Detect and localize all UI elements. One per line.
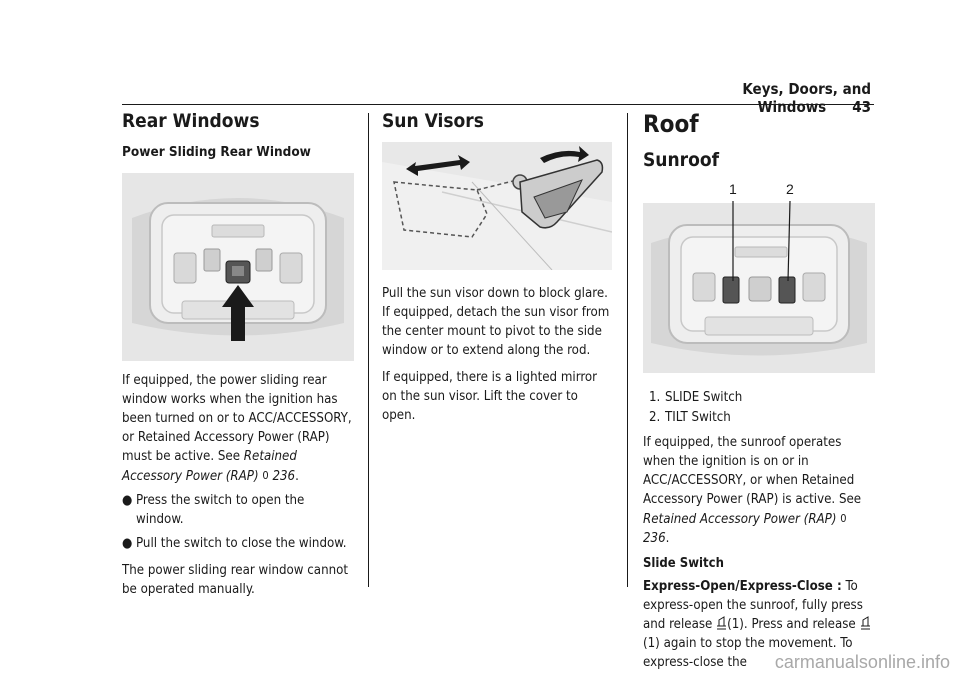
sun-visor-illustration xyxy=(382,142,612,270)
sunroof-console-illustration xyxy=(643,203,875,373)
header-rule xyxy=(122,104,874,105)
bullet-text: Press the switch to open the window. xyxy=(136,493,305,527)
page-number: 43 xyxy=(852,98,871,116)
express-text-3: (1) again to stop the movement. To expre… xyxy=(643,636,853,670)
list-number: 2. xyxy=(649,410,661,425)
period: . xyxy=(295,469,299,484)
sunroof-paragraph: If equipped, the sunroof operates when t… xyxy=(643,433,875,548)
watermark: carmanualsonline.info xyxy=(774,652,950,672)
rear-window-paragraph: If equipped, the power sliding rear wind… xyxy=(122,371,354,486)
list-item: 2. TILT Switch xyxy=(643,408,875,427)
list-item: ●Pull the switch to close the window. xyxy=(122,534,354,553)
rear-window-bullets: ●Press the switch to open the window. ●P… xyxy=(122,491,354,553)
rap-page[interactable]: 236 xyxy=(643,531,666,546)
rap-page[interactable]: 236 xyxy=(272,469,296,484)
express-label: Express-Open/Express-Close : xyxy=(643,579,842,594)
page-ref-icon: 0 xyxy=(840,512,847,525)
sun-visors-title: Sun Visors xyxy=(382,110,484,132)
visor-paragraph-2: If equipped, there is a lighted mirror o… xyxy=(382,370,598,423)
callout-2: 2 xyxy=(786,181,794,197)
power-sliding-subtitle: Power Sliding Rear Window xyxy=(122,144,311,160)
list-item: ●Press the switch to open the window. xyxy=(122,491,354,529)
callout-1: 1 xyxy=(729,181,737,197)
column-roof: Roof Sunroof 1 2 1.SLIDE Switc xyxy=(643,110,875,672)
page-ref-icon: 0 xyxy=(262,469,269,482)
rear-window-text: If equipped, the power sliding rear wind… xyxy=(122,373,352,464)
list-item: 1. SLIDE Switch xyxy=(643,388,875,407)
column-divider-1 xyxy=(368,113,369,587)
bullet-icon: ● xyxy=(122,493,133,508)
callout-leader-lines xyxy=(732,200,791,282)
list-text: SLIDE Switch xyxy=(665,390,743,405)
bullet-icon: ● xyxy=(122,536,133,551)
express-text-2: (1). Press and release xyxy=(727,617,860,632)
sunroof-text: If equipped, the sunroof operates when t… xyxy=(643,435,862,507)
manual-note: The power sliding rear window cannot be … xyxy=(122,563,349,597)
overhead-console-figure xyxy=(122,173,354,361)
bullet-text: Pull the switch to close the window. xyxy=(136,536,347,551)
slide-switch-heading: Slide Switch xyxy=(643,556,724,571)
roof-title: Roof xyxy=(643,110,699,138)
rear-windows-title: Rear Windows xyxy=(122,110,260,132)
sunroof-subtitle: Sunroof xyxy=(643,149,720,171)
visor-paragraph-1: Pull the sun visor down to block glare. … xyxy=(382,286,610,358)
column-sun-visors: Sun Visors Pull the sun visor down to bl… xyxy=(382,110,612,425)
switch-list: 1. SLIDE Switch 2. TILT Switch xyxy=(643,388,875,427)
overhead-console-illustration xyxy=(122,173,354,361)
section-title: Keys, Doors, and Windows xyxy=(742,80,871,116)
sun-visor-figure xyxy=(382,142,612,270)
column-divider-2 xyxy=(627,113,628,587)
express-text: To express-open the sunroof, fully press… xyxy=(643,579,863,632)
sunroof-figure: 1 2 xyxy=(643,181,875,373)
column-rear-windows: Rear Windows Power Sliding Rear Window I… xyxy=(122,110,354,599)
list-text: TILT Switch xyxy=(665,410,731,425)
list-number: 1. xyxy=(649,390,661,405)
slide-switch-icon xyxy=(717,616,727,630)
express-paragraph: Express-Open/Express-Close : To express-… xyxy=(643,577,875,672)
rap-link[interactable]: Retained Accessory Power (RAP) xyxy=(122,449,297,484)
period: . xyxy=(665,531,670,546)
rap-link[interactable]: Retained Accessory Power (RAP) xyxy=(643,512,837,527)
slide-switch-icon xyxy=(860,616,870,630)
sunroof-console-figure xyxy=(643,203,875,373)
